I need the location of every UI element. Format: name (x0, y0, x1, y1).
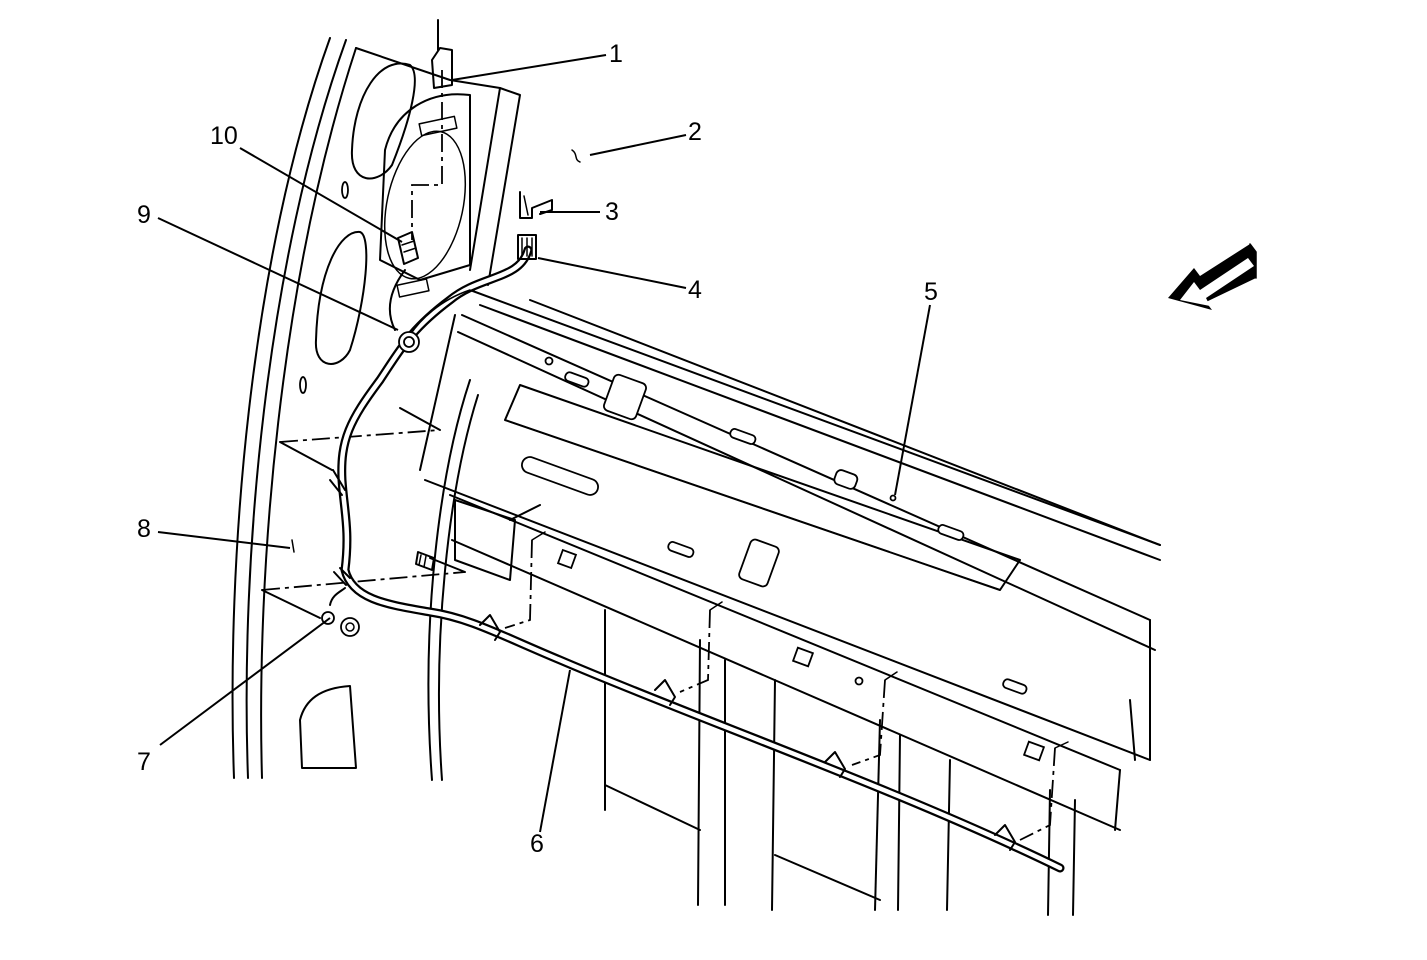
fasteners (291, 19, 553, 637)
pillar-frame (231, 37, 521, 781)
leader-lines (157, 54, 931, 833)
callout-9: 9 (137, 201, 151, 229)
callout-5: 5 (924, 278, 938, 306)
wiring-harness (329, 231, 1065, 873)
direction-arrow-icon (1168, 243, 1257, 310)
callout-2: 2 (688, 118, 702, 146)
callout-4: 4 (688, 276, 702, 304)
callout-1: 1 (609, 40, 623, 68)
callout-8: 8 (137, 515, 151, 543)
callout-10: 10 (210, 122, 238, 150)
pillar-cutouts (299, 62, 471, 769)
alignment-lines (261, 70, 1069, 841)
callout-7: 7 (137, 748, 151, 776)
callout-3: 3 (605, 198, 619, 226)
callout-6: 6 (530, 830, 544, 858)
roof-rail-panel (419, 289, 1161, 831)
